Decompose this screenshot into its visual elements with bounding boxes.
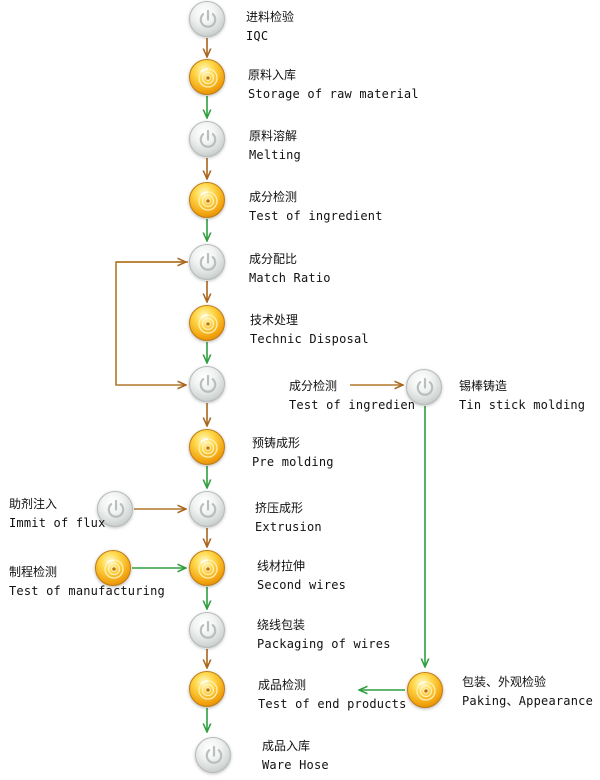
step-label-technic-disposal: 技术处理 Technic Disposal [250, 311, 369, 348]
step-label-en: Pre molding [252, 455, 334, 469]
step-label-en: Extrusion [255, 520, 322, 534]
side-node-flux[interactable] [97, 491, 133, 527]
cd-disc-icon [104, 559, 124, 579]
step-label-cn: 成品入库 [262, 739, 311, 753]
step-label-cn: 包装、外观检验 [462, 675, 547, 689]
step-label-en: Paking、Appearance [462, 694, 593, 708]
step-node-extrusion[interactable] [189, 491, 225, 527]
step-label-en: IQC [246, 29, 269, 43]
step-label-cn: 成分检测 [289, 379, 338, 393]
step-label-cn: 技术处理 [250, 313, 299, 327]
side-label-flux: 助剂注入 Immit of flux [9, 495, 106, 532]
step-label-en: Test of manufacturing [9, 584, 165, 598]
step-label-ware-house: 成品入库 Ware Hose [262, 737, 329, 774]
side-label-packing-appearance: 包装、外观检验 Paking、Appearance [462, 673, 593, 710]
power-icon [199, 620, 217, 639]
step-label-cn: 挤压成形 [255, 501, 304, 515]
side-label-tin-stick: 锡棒铸造 Tin stick molding [459, 377, 585, 414]
step-label-cn: 线材拉伸 [257, 559, 306, 573]
step-label-cn: 原料入库 [248, 68, 297, 82]
step-label-cn: 助剂注入 [9, 497, 58, 511]
step-label-en: Second wires [257, 578, 347, 592]
step-node-melting[interactable] [189, 121, 225, 157]
step-node-merge[interactable] [189, 366, 225, 402]
side-label-manufacturing-test: 制程检测 Test of manufacturing [9, 563, 165, 600]
step-label-en: Test of end products [258, 697, 407, 711]
step-label-cn: 绕线包装 [257, 618, 306, 632]
step-label-packaging-wires: 绕线包装 Packaging of wires [257, 616, 391, 653]
power-icon [199, 252, 217, 271]
step-node-second-wires[interactable] [189, 550, 225, 586]
step-label-melting: 原料溶解 Melting [249, 127, 301, 164]
step-label-en: Technic Disposal [250, 332, 369, 346]
cd-disc-icon [198, 68, 218, 88]
power-icon [199, 9, 217, 28]
step-node-pre-molding[interactable] [189, 429, 225, 465]
power-icon [107, 499, 125, 518]
cd-disc-icon [198, 191, 218, 211]
side-node-packing-appearance[interactable] [407, 672, 443, 708]
step-label-pre-molding: 预铸成形 Pre molding [252, 434, 334, 471]
step-node-packaging-wires[interactable] [189, 612, 225, 648]
step-label-en: Ware Hose [262, 758, 329, 772]
side-node-tin-stick[interactable] [406, 369, 442, 405]
step-label-en: Immit of flux [9, 516, 106, 530]
step-label-match-ratio: 成分配比 Match Ratio [249, 250, 331, 287]
power-icon [199, 129, 217, 148]
power-icon [199, 499, 217, 518]
side-node-manufacturing-test[interactable] [95, 550, 131, 586]
step-node-ingredient-test[interactable] [189, 182, 225, 218]
side-label-ingredient-test: 成分检测 Test of ingredien [289, 377, 415, 414]
step-label-ingredient-test: 成分检测 Test of ingredient [249, 188, 383, 225]
step-node-iqc[interactable] [189, 1, 225, 37]
cd-disc-icon [198, 680, 218, 700]
step-label-second-wires: 线材拉伸 Second wires [257, 557, 346, 594]
power-icon [416, 377, 434, 396]
cd-disc-icon [198, 438, 218, 458]
step-label-iqc: 进料检验 IQC [246, 8, 294, 45]
step-node-end-products-test[interactable] [189, 671, 225, 707]
step-label-cn: 原料溶解 [249, 129, 298, 143]
step-label-cn: 制程检测 [9, 565, 58, 579]
step-label-cn: 成品检测 [258, 678, 307, 692]
step-label-cn: 锡棒铸造 [459, 379, 508, 393]
cd-disc-icon [198, 559, 218, 579]
step-label-end-products-test: 成品检测 Test of end products [258, 676, 407, 713]
cd-disc-icon [198, 314, 218, 334]
step-label-cn: 成分配比 [249, 252, 298, 266]
step-label-en: Test of ingredient [249, 209, 383, 223]
step-node-ware-house[interactable] [195, 737, 231, 773]
power-icon [199, 374, 217, 393]
step-label-en: Test of ingredien [289, 398, 416, 412]
step-label-cn: 成分检测 [249, 190, 298, 204]
step-label-extrusion: 挤压成形 Extrusion [255, 499, 322, 536]
step-label-en: Packaging of wires [257, 637, 391, 651]
step-label-en: Melting [249, 148, 301, 162]
step-node-technic-disposal[interactable] [189, 305, 225, 341]
step-label-en: Tin stick molding [459, 398, 586, 412]
step-label-cn: 预铸成形 [252, 436, 301, 450]
power-icon [205, 745, 223, 764]
step-label-en: Match Ratio [249, 271, 331, 285]
step-node-match-ratio[interactable] [189, 244, 225, 280]
step-label-storage-raw-material: 原料入库 Storage of raw material [248, 66, 419, 103]
step-label-cn: 进料检验 [246, 10, 295, 24]
loop-connector [115, 261, 188, 385]
cd-disc-icon [416, 681, 436, 701]
step-label-en: Storage of raw material [248, 87, 419, 101]
step-node-storage-raw-material[interactable] [189, 59, 225, 95]
